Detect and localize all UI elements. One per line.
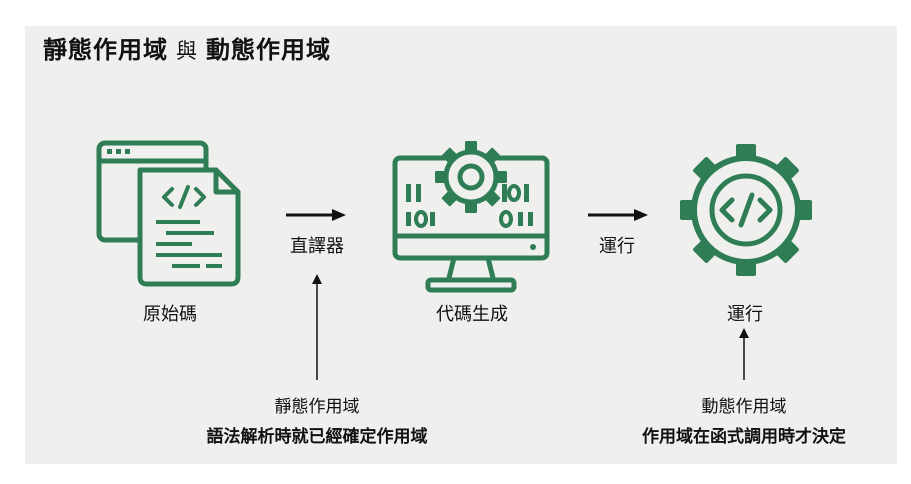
stage-codegen-label: 代碼生成 (436, 304, 508, 325)
dynamic-scope-note-desc: 作用域在函式調用時才決定 (642, 427, 846, 447)
dynamic-scope-note-title: 動態作用域 (701, 397, 787, 417)
title-connector: 與 (176, 39, 198, 63)
title-static-scope: 靜態作用域 (43, 36, 168, 64)
arrow-dynamic-note-up (739, 328, 749, 380)
static-scope-note-desc: 語法解析時就已經確定作用域 (206, 427, 428, 447)
arrow-run-label: 運行 (599, 236, 635, 257)
static-scope-note-title: 靜態作用域 (274, 397, 360, 417)
arrow-interpreter-label: 直譯器 (290, 236, 344, 257)
stage-source-label: 原始碼 (143, 304, 197, 325)
diagram-title: 靜態作用域與動態作用域 (43, 30, 331, 65)
gear-code-icon (680, 144, 812, 276)
computer-gear-binary-icon (392, 141, 550, 293)
arrow-to-run (588, 209, 648, 221)
arrow-static-note-up (312, 274, 322, 380)
stage-run-label: 運行 (727, 304, 763, 325)
arrow-to-codegen (286, 209, 346, 221)
title-dynamic-scope: 動態作用域 (206, 36, 331, 64)
source-code-file-icon (96, 140, 241, 287)
